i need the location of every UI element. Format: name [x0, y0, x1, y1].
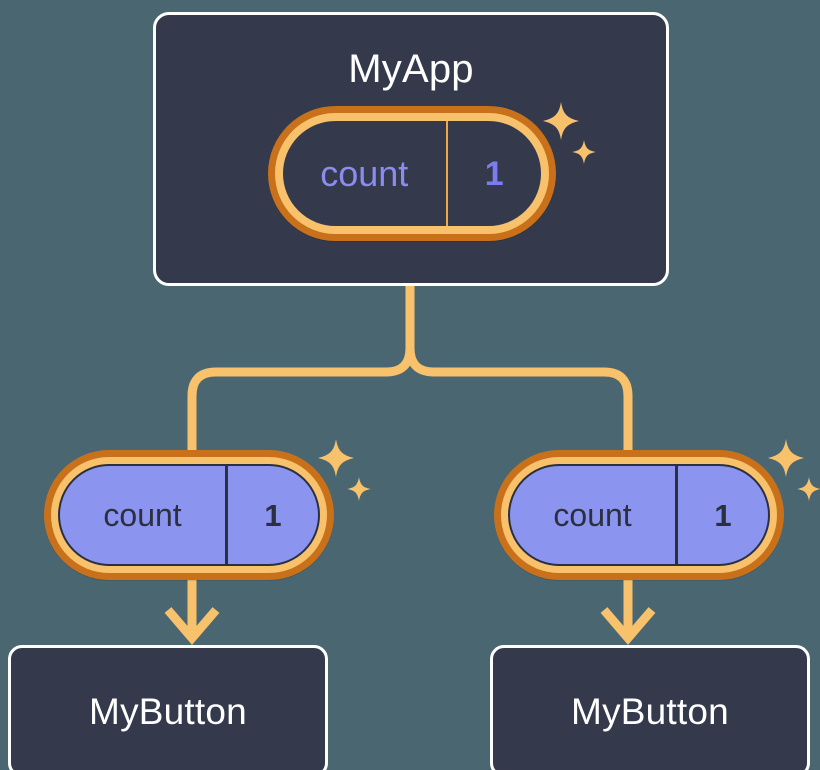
arrowhead-left [164, 607, 220, 645]
arrowhead-right [600, 607, 656, 645]
component-card-mybutton-right-label: MyButton [571, 690, 729, 732]
state-pill-myapp-body: count 1 [282, 120, 542, 227]
state-pill-right[interactable]: count 1 [494, 450, 784, 580]
state-pill-right-ring: count 1 [501, 457, 777, 573]
component-card-mybutton-right[interactable]: MyButton [490, 645, 810, 770]
component-card-mybutton-left-label: MyButton [89, 690, 247, 732]
state-pill-left-ring: count 1 [51, 457, 327, 573]
state-pill-right-body: count 1 [508, 464, 770, 566]
state-pill-myapp-value: 1 [484, 154, 504, 193]
state-pill-myapp-key: count [283, 121, 448, 226]
state-pill-myapp-ring: count 1 [275, 113, 549, 234]
state-pill-left-key: count [60, 466, 229, 564]
state-pill-myapp[interactable]: count 1 [268, 106, 556, 241]
state-pill-left[interactable]: count 1 [44, 450, 334, 580]
state-pill-right-key: count [510, 466, 679, 564]
component-card-myapp-label: MyApp [348, 47, 474, 91]
state-pill-left-value: 1 [264, 497, 282, 533]
component-card-mybutton-left[interactable]: MyButton [8, 645, 328, 770]
state-pill-left-body: count 1 [58, 464, 320, 566]
state-pill-right-value: 1 [714, 497, 732, 533]
